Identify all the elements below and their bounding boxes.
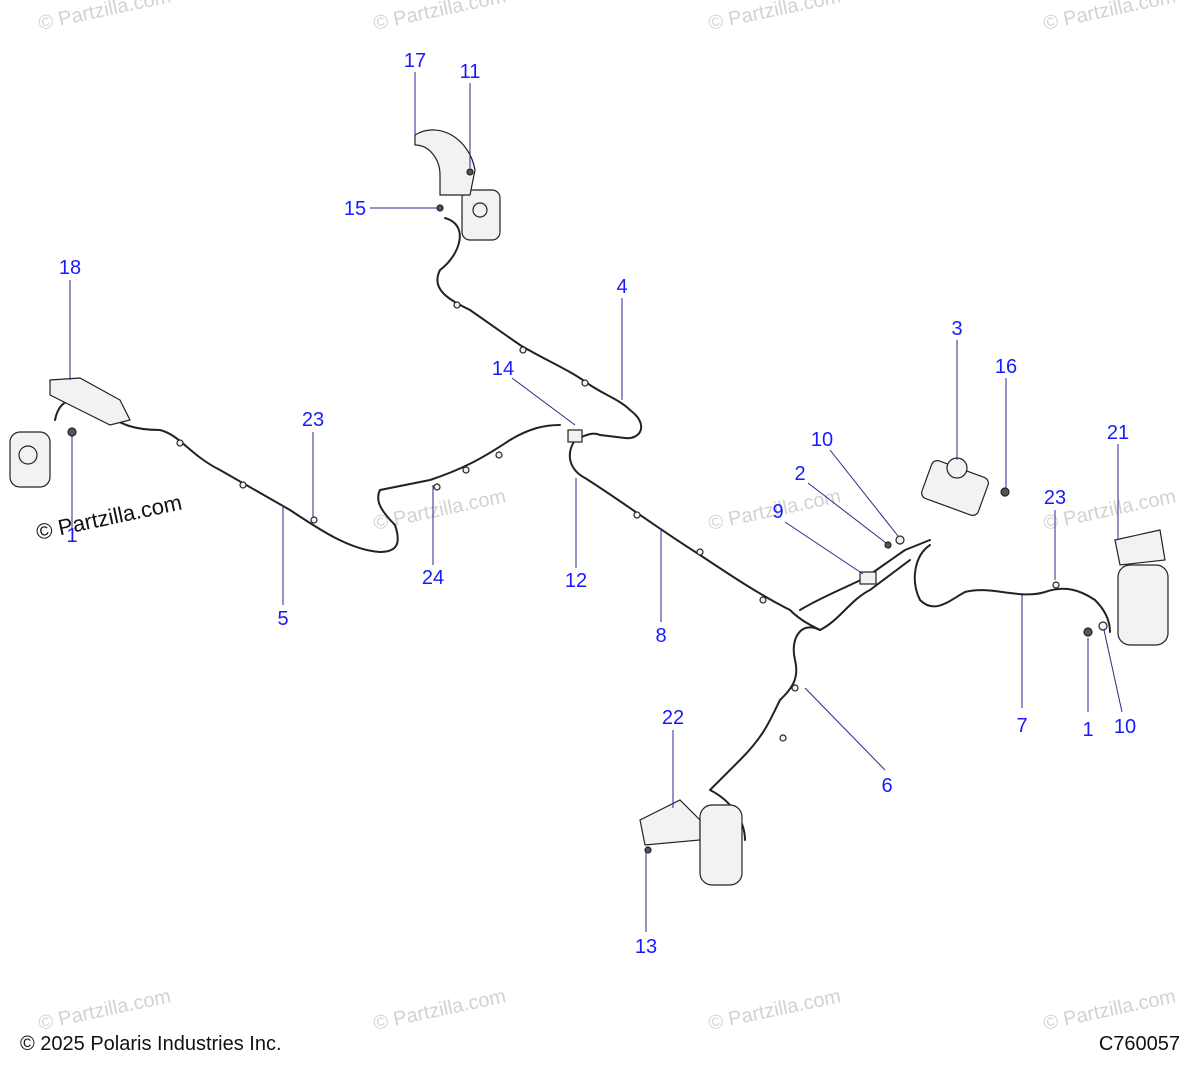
master-cylinder-cap <box>946 457 968 479</box>
callout-13: 13 <box>635 936 657 958</box>
watermark: © Partzilla.com <box>371 485 507 535</box>
brake-line-8 <box>568 439 821 631</box>
callout-10-right: 10 <box>1114 716 1136 738</box>
watermark: © Partzilla.com <box>706 0 842 35</box>
callout-3: 3 <box>951 318 962 340</box>
leader-2 <box>807 482 887 544</box>
callout-14: 14 <box>492 358 514 380</box>
bolt-11 <box>466 168 474 176</box>
callout-24: 24 <box>422 567 444 589</box>
watermark-layer: © Partzilla.com © Partzilla.com © Partzi… <box>36 0 1177 1035</box>
brake-line-7 <box>913 544 1111 633</box>
callout-23-left: 23 <box>302 409 324 431</box>
watermark: © Partzilla.com <box>371 985 507 1035</box>
callout-1-left: 1 <box>66 525 77 547</box>
bolt-1 <box>67 427 77 437</box>
watermark: © Partzilla.com <box>1041 0 1177 35</box>
leader-14 <box>511 377 576 426</box>
brake-line-24 <box>377 424 561 526</box>
clip <box>239 481 247 489</box>
callout-22: 22 <box>662 707 684 729</box>
clip <box>633 511 641 519</box>
caliper-piston <box>472 202 488 218</box>
clip <box>433 483 441 491</box>
caliper-left-piston <box>18 445 38 465</box>
callout-2: 2 <box>794 463 805 485</box>
leader-lines <box>69 72 1123 932</box>
callout-11: 11 <box>460 61 481 83</box>
junction-block-14 <box>567 429 583 443</box>
caliper-bottom <box>699 804 743 886</box>
brake-shield-21 <box>1114 529 1166 566</box>
clip <box>453 301 461 309</box>
callout-4: 4 <box>616 276 627 298</box>
callout-16: 16 <box>995 356 1017 378</box>
clip <box>759 596 767 604</box>
brake-line-junction <box>819 559 911 631</box>
washer-10 <box>895 535 905 545</box>
bracket-18 <box>49 377 131 426</box>
callouts: 17 11 15 18 1 4 14 23 5 24 12 8 3 16 10 … <box>59 50 1136 958</box>
brake-line-artwork <box>9 129 1169 886</box>
watermark-prominent: © Partzilla.com <box>34 490 184 545</box>
clip <box>791 684 799 692</box>
callout-5: 5 <box>277 608 288 630</box>
nut-16 <box>1000 487 1010 497</box>
clip <box>779 734 787 742</box>
brake-line-4 <box>436 217 643 441</box>
clip <box>310 516 318 524</box>
clip <box>519 346 527 354</box>
leader-10-left <box>829 449 899 537</box>
brake-line-6 <box>709 626 821 841</box>
junction-block <box>859 571 877 585</box>
watermark: © Partzilla.com <box>1041 985 1177 1035</box>
callout-12: 12 <box>565 570 587 592</box>
washer-10 <box>1098 621 1108 631</box>
watermark: © Partzilla.com <box>706 985 842 1035</box>
clip <box>462 466 470 474</box>
callout-1-right: 1 <box>1082 719 1093 741</box>
callout-15: 15 <box>344 198 366 220</box>
bolt-13 <box>644 846 652 854</box>
clip <box>1052 581 1060 589</box>
clip <box>581 379 589 387</box>
diagram-code: C760057 <box>1098 1033 1180 1055</box>
line-clips <box>176 301 1060 742</box>
washer-15 <box>436 204 444 212</box>
bolt-2 <box>884 541 892 549</box>
callout-7: 7 <box>1016 715 1027 737</box>
callout-18: 18 <box>59 257 81 279</box>
brake-shield-17 <box>414 129 476 196</box>
callout-17: 17 <box>404 50 426 72</box>
callout-8: 8 <box>655 625 666 647</box>
watermark: © Partzilla.com <box>36 0 172 35</box>
leader-9 <box>784 521 864 575</box>
clip <box>176 439 184 447</box>
clip <box>696 548 704 556</box>
bolt-1 <box>1083 627 1093 637</box>
caliper-right <box>1117 564 1169 646</box>
leader-6 <box>804 687 886 771</box>
callout-10-left: 10 <box>811 429 833 451</box>
callout-23-right: 23 <box>1044 487 1066 509</box>
callout-9: 9 <box>772 501 783 523</box>
watermark: © Partzilla.com <box>36 985 172 1035</box>
brake-shield-22 <box>639 799 701 846</box>
watermark: © Partzilla.com <box>371 0 507 35</box>
leader-10-right <box>1103 629 1123 713</box>
callout-21: 21 <box>1107 422 1129 444</box>
clip <box>495 451 503 459</box>
copyright-text: © 2025 Polaris Industries Inc. <box>20 1033 282 1055</box>
callout-6: 6 <box>881 775 892 797</box>
